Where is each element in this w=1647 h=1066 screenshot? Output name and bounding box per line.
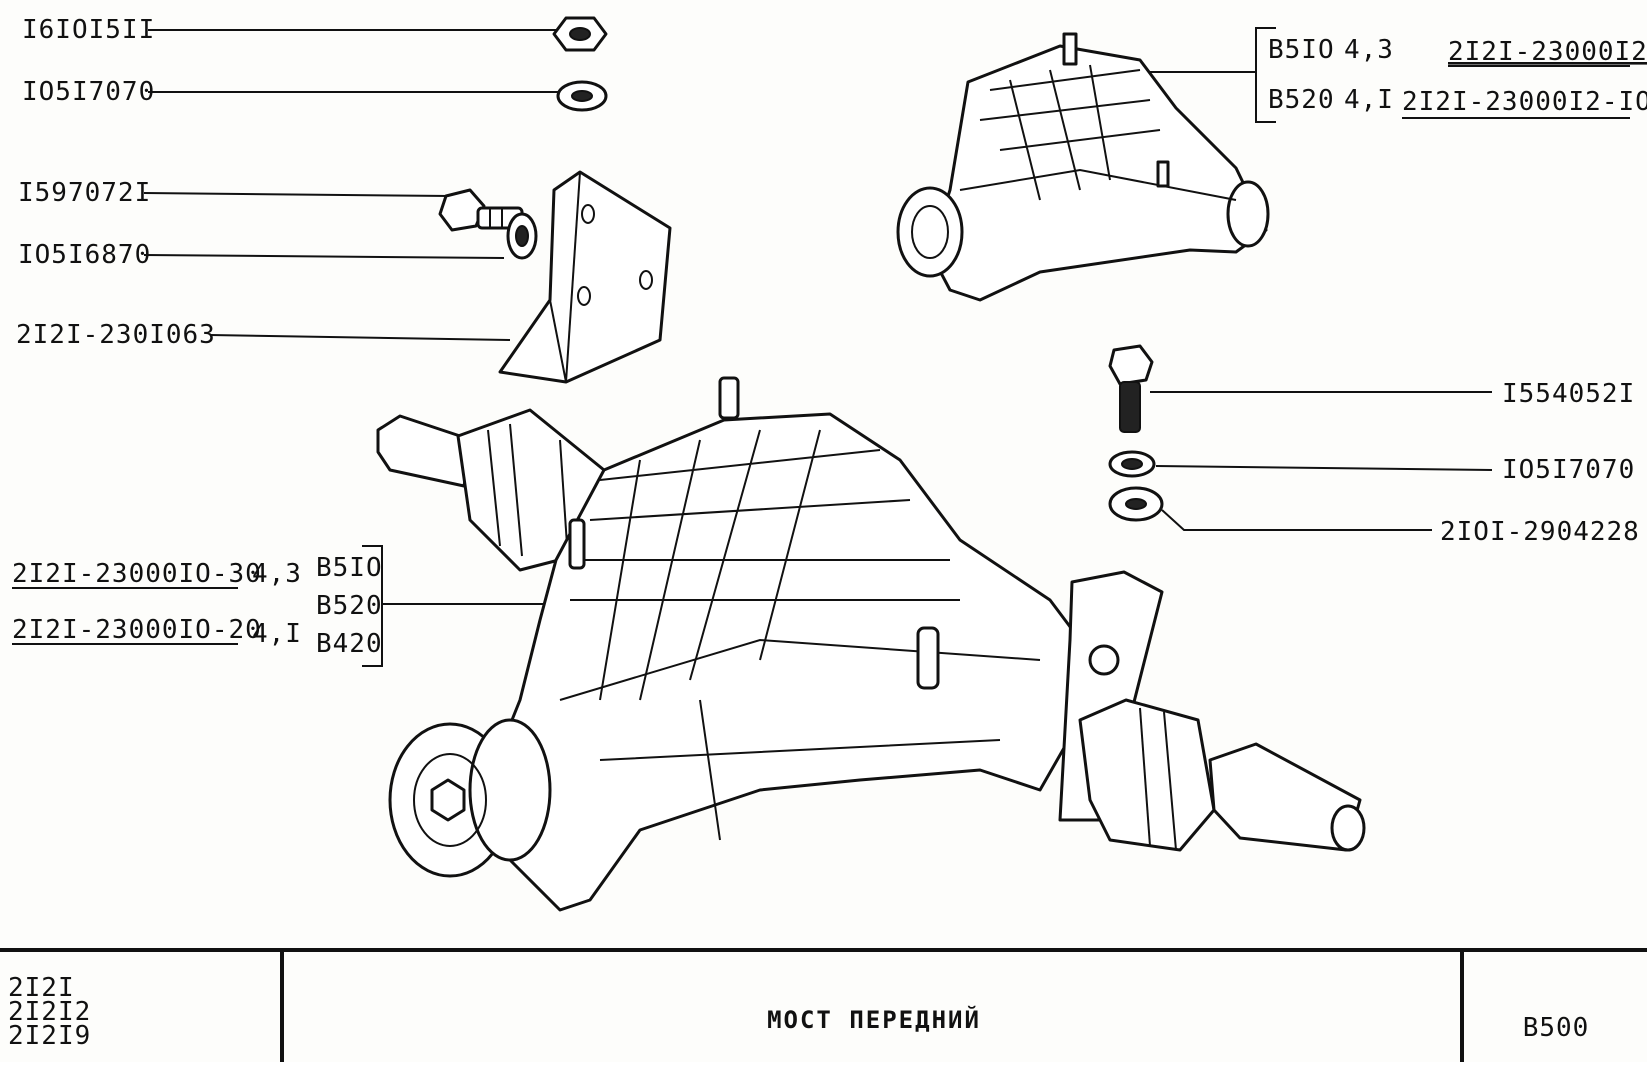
callout-nut-label: I6IOI5II: [22, 15, 155, 45]
variant-left-row3-ratio: 4,I: [252, 619, 302, 649]
model-code-1: 2I2I: [8, 973, 75, 1003]
callout-washer-bracket: IO5I6870: [18, 240, 505, 270]
title-block: 2I2I 2I2I2 2I2I9 МОСТ ПЕРЕДНИЙ B500: [0, 948, 1647, 1062]
callout-washer-right1-label: IO5I7070: [1502, 455, 1635, 485]
variant-left-row2-code: B520: [316, 591, 383, 621]
variant-left-row3-code: B420: [316, 629, 383, 659]
callout-washer-right2: 2IOI-2904228: [1161, 509, 1640, 547]
callout-bolt-bracket: I597072I: [18, 178, 451, 208]
callout-bolt-right: I554052I: [1150, 379, 1635, 409]
model-code-2: 2I2I2: [8, 997, 91, 1027]
variants-left-table: 2I2I-23000IO-30 4,3 B5IO B520 2I2I-23000…: [12, 545, 548, 667]
washer-bracket-part: [506, 212, 538, 260]
callout-washer-right2-label: 2IOI-2904228: [1440, 517, 1640, 547]
main-axle-housing-part: [376, 376, 1366, 912]
bolt-right-part: [1108, 344, 1154, 433]
model-code-3: 2I2I9: [8, 1021, 91, 1051]
callout-washer-bracket-label: IO5I6870: [18, 240, 151, 270]
variant-top-row1-part: 2I2I-23000I2: [1448, 37, 1647, 67]
callout-bracket-label: 2I2I-230I063: [16, 320, 216, 350]
bracket-part: [498, 170, 672, 384]
callout-nut: I6IOI5II: [22, 15, 558, 45]
small-axle-housing-part: [896, 32, 1270, 302]
washer-right2-part: [1108, 486, 1164, 522]
variant-left-row1-part: 2I2I-23000IO-30: [12, 559, 262, 589]
callout-washer-top-label: IO5I7070: [22, 77, 155, 107]
callout-bracket: 2I2I-230I063: [16, 320, 511, 350]
callout-bolt-right-label: I554052I: [1502, 379, 1635, 409]
callout-bolt-bracket-label: I597072I: [18, 178, 151, 208]
variant-left-row1-ratio: 4,3: [252, 559, 302, 589]
variant-top-row2-part: 2I2I-23000I2-IO: [1402, 87, 1647, 117]
variant-top-row2-code: B520: [1268, 85, 1335, 115]
washer-right1-part: [1108, 450, 1156, 478]
callout-washer-top: IO5I7070: [22, 77, 560, 107]
variant-top-row1-code: B5IO: [1268, 35, 1335, 65]
nut-part: [552, 16, 608, 52]
washer-top-part: [556, 80, 608, 112]
callout-washer-right1: IO5I7070: [1155, 455, 1635, 485]
variant-top-row1-ratio: 4,3: [1344, 35, 1394, 65]
variant-left-row1-code: B5IO: [316, 553, 383, 583]
sheet-code: B500: [1523, 1013, 1590, 1043]
variants-top-table: B5IO 4,3 2I2I-23000I2 B520 4,I 2I2I-2300…: [1108, 27, 1647, 123]
variant-top-row2-ratio: 4,I: [1344, 85, 1394, 115]
variant-left-row3-part: 2I2I-23000IO-20: [12, 615, 262, 645]
drawing-title: МОСТ ПЕРЕДНИЙ: [767, 1005, 981, 1034]
